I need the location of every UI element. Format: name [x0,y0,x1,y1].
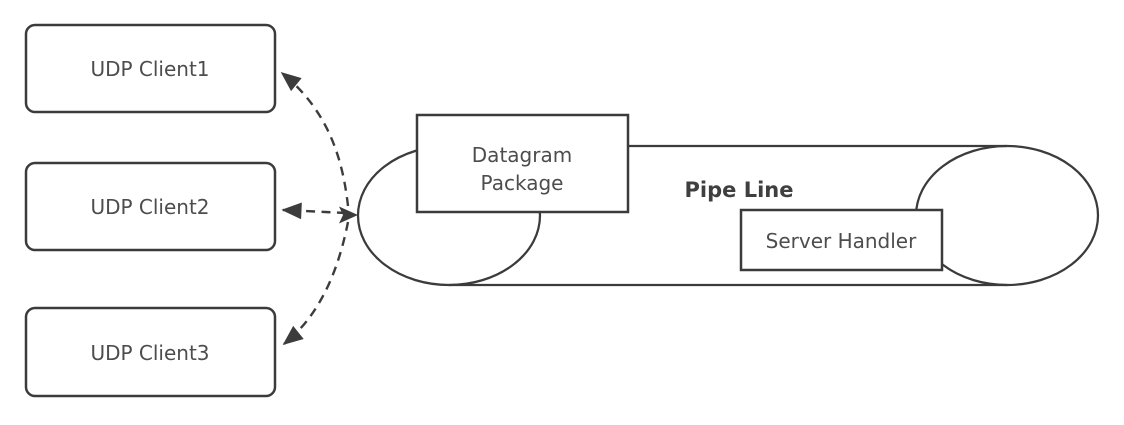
server-handler-box [739,208,944,272]
connector-pipeline-to-client3 [282,221,350,346]
node-server-handler: Server Handler [739,208,944,272]
datagram-package-label-line2: Package [481,171,564,195]
udp-client3-box [24,306,277,398]
udp-client3-label: UDP Client3 [90,341,209,365]
server-handler-label: Server Handler [766,229,917,253]
pipeline-label: Pipe Line [685,178,794,202]
node-udp-client1: UDP Client1 [24,23,277,114]
datagram-package-box [415,113,630,214]
connector-merge-arrowhead [339,206,358,224]
datagram-package-label-line1: Datagram [472,143,572,167]
node-datagram-package: Datagram Package [415,113,630,214]
pipeline-right-ellipse [914,144,1100,287]
udp-client2-box [24,161,277,252]
connector-pipeline-to-client2 [281,202,347,220]
udp-client1-box [24,23,277,114]
udp-client2-label: UDP Client2 [90,195,209,219]
udp-client1-label: UDP Client1 [90,57,209,81]
connectors [280,71,358,346]
node-udp-client3: UDP Client3 [24,306,277,398]
connector-pipeline-to-client1 [280,71,350,207]
node-udp-client2: UDP Client2 [24,161,277,252]
